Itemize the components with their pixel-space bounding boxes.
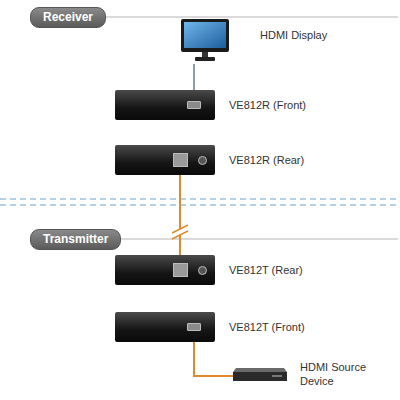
cable-connector <box>194 342 233 376</box>
source-device-icon <box>232 364 288 384</box>
rj45-port <box>173 263 188 277</box>
extender-node: VE812R (Rear) <box>115 145 304 175</box>
node-label: HDMI Display <box>260 28 327 42</box>
extender-node: VE812T (Front) <box>115 312 305 342</box>
node-label: VE812T (Rear) <box>229 263 303 277</box>
power-jack <box>198 156 207 165</box>
extender-node: VE812T (Rear) <box>115 255 303 285</box>
cable-connector <box>193 64 195 90</box>
node-label: Receiver <box>43 10 93 24</box>
node-label: VE812R (Front) <box>229 98 306 112</box>
extender-unit <box>115 145 215 175</box>
hdmi-port <box>187 101 201 109</box>
node-label: Transmitter <box>43 232 108 246</box>
rj45-port <box>173 153 188 167</box>
hdmi-port <box>187 323 201 331</box>
extender-unit <box>115 255 215 285</box>
extender-unit <box>115 90 215 120</box>
node-label: VE812T (Front) <box>229 320 305 334</box>
display-icon <box>180 18 230 64</box>
display-node: HDMI Display <box>180 18 327 64</box>
cable-break <box>172 225 188 239</box>
source-node: HDMI Source Device <box>232 360 382 388</box>
node-label: VE812R (Rear) <box>229 153 304 167</box>
section-tab: Transmitter <box>30 229 121 250</box>
divider-line <box>0 198 400 200</box>
divider-line <box>0 204 400 206</box>
extender-node: VE812R (Front) <box>115 90 306 120</box>
node-label: HDMI Source Device <box>300 360 382 388</box>
section-tab: Receiver <box>30 7 106 28</box>
extender-unit <box>115 312 215 342</box>
cable-connector <box>179 175 181 255</box>
power-jack <box>198 266 207 275</box>
